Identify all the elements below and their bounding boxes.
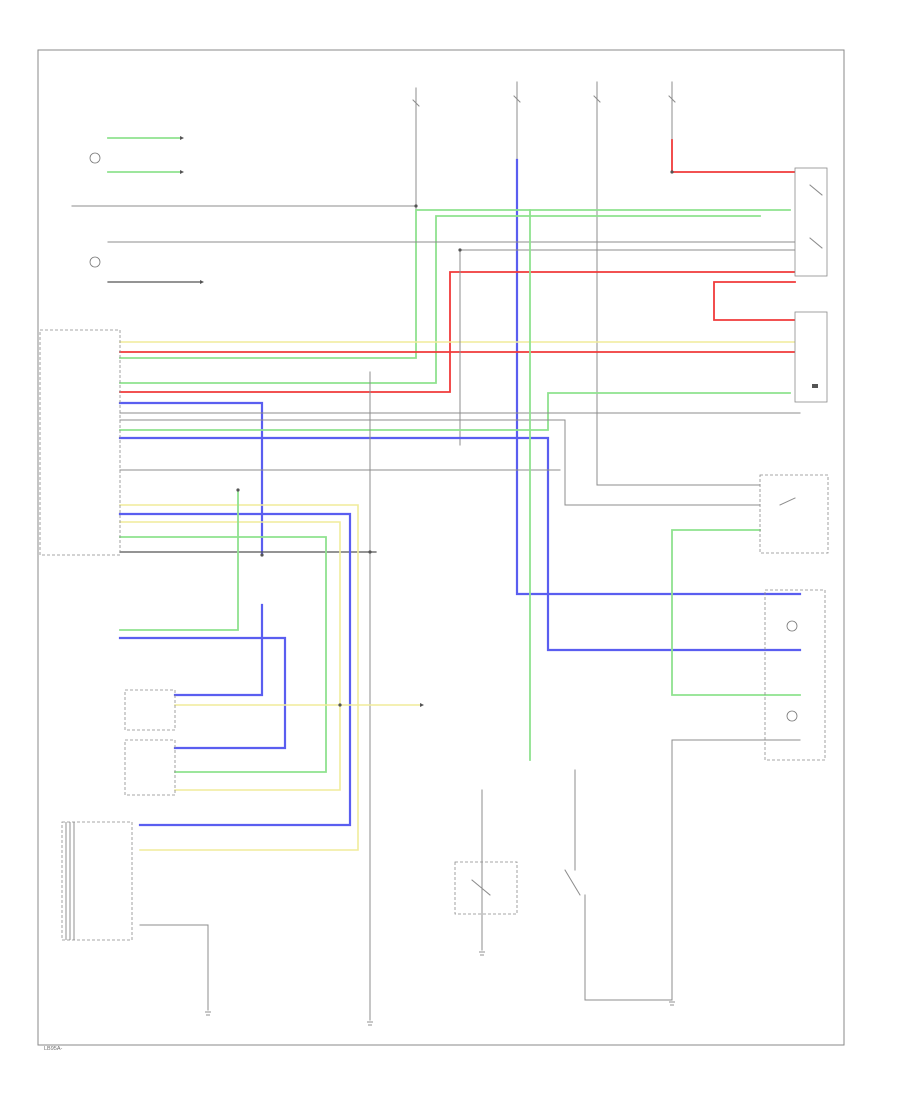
- wire-red-feed: [671, 139, 796, 173]
- splice-dot-icon: [458, 248, 462, 252]
- wire-blue-sensor: [173, 603, 264, 697]
- wire-red-stop-1: [119, 271, 796, 393]
- main-control-module: [39, 329, 121, 556]
- footer-code: LB95A-: [44, 1046, 63, 1052]
- splice-dot-icon: [338, 703, 342, 707]
- fuse-feed-4: [668, 81, 676, 141]
- splice-dot-icon: [670, 170, 674, 174]
- cruise-control-module: [794, 311, 828, 403]
- instrument-cluster: [764, 589, 826, 761]
- splice-dot-icon: [260, 553, 264, 557]
- wire-gray-cluster: [671, 739, 801, 1001]
- wire-green-switch: [119, 209, 791, 359]
- shift-lever-switch: [759, 474, 829, 554]
- wire-gray-mid-2: [119, 419, 566, 506]
- wire-green-brake: [119, 489, 239, 631]
- ground-symbol-icon: [205, 1011, 211, 1016]
- trans-range-switch: [454, 861, 518, 915]
- ground-symbol-icon: [367, 1021, 373, 1026]
- lamp-bulb-icon: [786, 710, 798, 722]
- wire-green-cluster: [671, 529, 801, 696]
- lamp-bulb-icon: [89, 256, 101, 268]
- fuse-feed-3: [593, 81, 601, 486]
- wire-green-cruise: [119, 392, 791, 431]
- lamp-bulb-icon: [89, 152, 101, 164]
- clutch-switch: [564, 869, 581, 896]
- diagram-frame: [37, 49, 845, 1046]
- speed-sensor-box: [124, 689, 176, 796]
- cruise-indicator-lamp: [89, 137, 181, 173]
- ground-symbol-icon: [479, 951, 485, 956]
- splice-dot-icon: [414, 204, 418, 208]
- ground-symbol-icon: [669, 1001, 675, 1006]
- fuse-feed-1: [412, 87, 420, 211]
- fuse-feed-2: [513, 81, 521, 161]
- cruise-control-actuator: [61, 821, 133, 941]
- wire-blue-lower: [118, 512, 352, 827]
- cruise-main-lamp: [89, 256, 201, 283]
- stop-lamp-switch: [794, 167, 828, 277]
- wire-yellow-lower-2: [119, 521, 341, 791]
- wire-gray-clutch: [139, 924, 209, 1011]
- wire-green-lower: [119, 536, 327, 773]
- wire-blue-module-2: [118, 436, 802, 652]
- splice-dot-icon: [368, 550, 372, 554]
- wire-blue-fuse2: [515, 158, 802, 596]
- wire-red-stop-2: [713, 281, 796, 321]
- splice-dot-icon: [236, 488, 240, 492]
- connector-arrow-icon: [180, 136, 424, 707]
- wire-gray-manual-2: [584, 894, 673, 1001]
- wire-blue-brake: [118, 636, 287, 750]
- wire-blue-module-1: [118, 401, 264, 557]
- wire-yellow-lower: [119, 504, 359, 851]
- lamp-bulb-icon: [786, 620, 798, 632]
- wire-green-stop-2: [119, 215, 761, 384]
